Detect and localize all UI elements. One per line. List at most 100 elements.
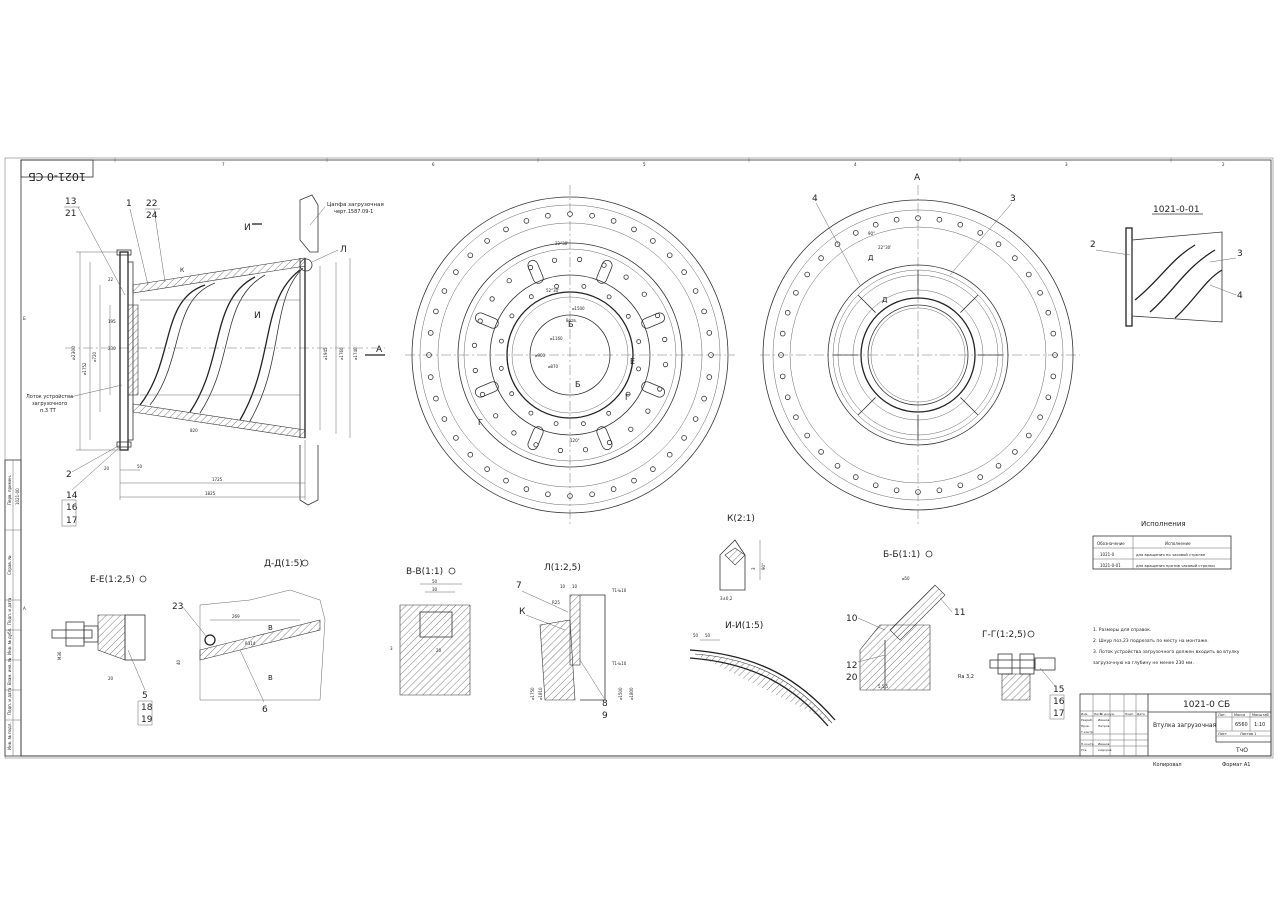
section-mark: Г bbox=[478, 418, 483, 427]
variants-table: Исполнения Обозначение Исполнение 1021-0… bbox=[1092, 520, 1232, 570]
bolt-hole bbox=[636, 366, 641, 372]
section-mark: Е bbox=[630, 357, 635, 366]
drawing-designation: 1021-0 СБ bbox=[1183, 700, 1230, 710]
section-mark: Д bbox=[868, 254, 874, 262]
zone-letter: Б bbox=[23, 316, 26, 321]
bolt-hole bbox=[576, 256, 583, 263]
dim-label: 195 bbox=[108, 319, 116, 324]
bolt-hole bbox=[957, 482, 964, 489]
inner-bolt-holes bbox=[498, 283, 642, 427]
bolt-hole bbox=[528, 294, 534, 300]
role-label: № докум. bbox=[1100, 712, 1115, 716]
table-cell: для вращения против часовой стрелки bbox=[1136, 563, 1215, 568]
bolt-hole bbox=[662, 336, 668, 343]
balloon: 7 bbox=[516, 581, 522, 591]
dim-label: ⌀1500 bbox=[572, 306, 585, 311]
sheet-frame bbox=[4, 157, 1274, 759]
balloon: 14 bbox=[66, 491, 78, 501]
bolt-hole bbox=[610, 218, 617, 224]
dim-label: 1825 bbox=[205, 491, 216, 496]
bolt-hole bbox=[893, 216, 900, 223]
balloon: 21 bbox=[65, 209, 76, 219]
callout-line: п.3 ТТ bbox=[40, 408, 57, 414]
detail-view-l: Л(1:2,5) 10 10 R25 ⌀1750 ⌀1810 ⌀1500 ⌀18… bbox=[516, 563, 634, 721]
dim-label: 22°30' bbox=[555, 241, 568, 246]
roughness-mark: Ra 3,2 bbox=[958, 674, 974, 680]
zone-number: 6 bbox=[432, 162, 435, 167]
bolt-hole bbox=[551, 257, 558, 263]
col-header: Лит. bbox=[1218, 713, 1226, 717]
section-mark: А bbox=[376, 345, 383, 355]
cap-note: Цапфа загрузочная bbox=[327, 202, 384, 208]
signer-name: Петров bbox=[1098, 724, 1110, 728]
note-line: загрузочную на глубину не менее 230 мм. bbox=[1093, 660, 1194, 666]
format-label: Формат А1 bbox=[1222, 762, 1250, 768]
side-strip-label: Инв. № подл. bbox=[7, 722, 12, 750]
bolt-hole bbox=[484, 238, 490, 244]
bolt-hole bbox=[441, 288, 448, 294]
balloon: К bbox=[519, 607, 526, 617]
callout-text: Лоток устройства загрузочного п.3 ТТ bbox=[26, 393, 75, 414]
bolt-hole bbox=[509, 391, 515, 397]
bolt-hole bbox=[936, 487, 943, 494]
main-section-view: ⌀2300 ⌀1752 ⌀720 195 230 22 ⌀1945 ⌀1760 … bbox=[26, 194, 385, 527]
bolt-hole bbox=[995, 462, 1002, 469]
signer-name: Сидоров bbox=[1098, 748, 1112, 752]
bolt-hole bbox=[872, 221, 879, 228]
flange-slot bbox=[527, 259, 544, 284]
section-mark: В bbox=[268, 624, 273, 632]
balloon: 1 bbox=[126, 199, 132, 209]
balloon: 4 bbox=[1237, 291, 1243, 301]
dim-label: ⌀1810 bbox=[538, 687, 543, 700]
bolt-hole bbox=[804, 432, 810, 439]
balloon: 11 bbox=[954, 608, 965, 618]
table-cell: 1021-0-01 bbox=[1100, 563, 1121, 568]
rear-bolt-holes bbox=[778, 215, 1058, 495]
balloon: 3 bbox=[1237, 249, 1243, 259]
bolt-hole bbox=[631, 477, 637, 484]
bolt-hole bbox=[1050, 373, 1057, 380]
table-header: Исполнение bbox=[1165, 541, 1191, 546]
bolt-hole bbox=[936, 216, 943, 223]
side-strip: Перв. примен. 1021-00 Справ. № Подп. и д… bbox=[4, 459, 22, 757]
side-strip-label: Подп. и дата bbox=[7, 597, 12, 625]
flange-slot bbox=[641, 312, 666, 329]
dim-label: Т1-Ь10 bbox=[611, 661, 627, 666]
role-label: Утв. bbox=[1081, 748, 1087, 752]
section-mark: И bbox=[244, 223, 251, 233]
bolt-hole bbox=[852, 474, 859, 480]
bolt-hole bbox=[701, 308, 707, 315]
bolt-hole bbox=[523, 486, 530, 492]
section-mark: Л bbox=[340, 245, 347, 255]
role-label: Н.контр. bbox=[1081, 742, 1094, 746]
side-strip-label: Инв. № дубл. bbox=[7, 628, 12, 655]
bolt-hole bbox=[1045, 394, 1052, 401]
signer-name: Иванов bbox=[1098, 718, 1110, 722]
zone-number: 5 bbox=[643, 162, 646, 167]
balloon: 6 bbox=[262, 705, 268, 715]
col-header: Масштаб bbox=[1252, 713, 1269, 717]
dim-label: 5,5,5 bbox=[878, 684, 889, 689]
dim-label: ⌀720 bbox=[92, 352, 97, 362]
bolt-hole bbox=[692, 288, 699, 294]
zone-markers-top: 7 6 5 4 3 2 Б А bbox=[23, 158, 1225, 611]
bolt-hole bbox=[701, 395, 707, 402]
detail-view-gg: Г-Г(1:2,5) Ra 3,2 15 16 17 bbox=[958, 630, 1065, 720]
rib-mark bbox=[857, 397, 876, 416]
dim-label: ⌀50 bbox=[902, 576, 910, 581]
bolt-hole bbox=[818, 255, 824, 261]
dim-label: 50 bbox=[693, 633, 699, 638]
bolt-hole bbox=[426, 352, 432, 358]
role-label: Дата bbox=[1137, 712, 1145, 716]
detail-view-vv: В-В(1:1) 50 30 3 20 bbox=[390, 567, 471, 696]
organization: ТчО bbox=[1235, 747, 1248, 754]
dim-label: 230 bbox=[108, 346, 116, 351]
dim-label: Т1-Ь10 bbox=[611, 588, 627, 593]
bolt-hole bbox=[606, 294, 612, 300]
signer-name: Иванов bbox=[1098, 742, 1110, 746]
dim-label: М36 bbox=[57, 651, 62, 660]
sheet-label: Лист bbox=[1218, 732, 1227, 736]
front-view: ⌀1500 ⌀1160 ⌀870 ⌀900 120° 52°30' 22°30'… bbox=[405, 185, 735, 525]
balloon: 16 bbox=[66, 503, 78, 513]
